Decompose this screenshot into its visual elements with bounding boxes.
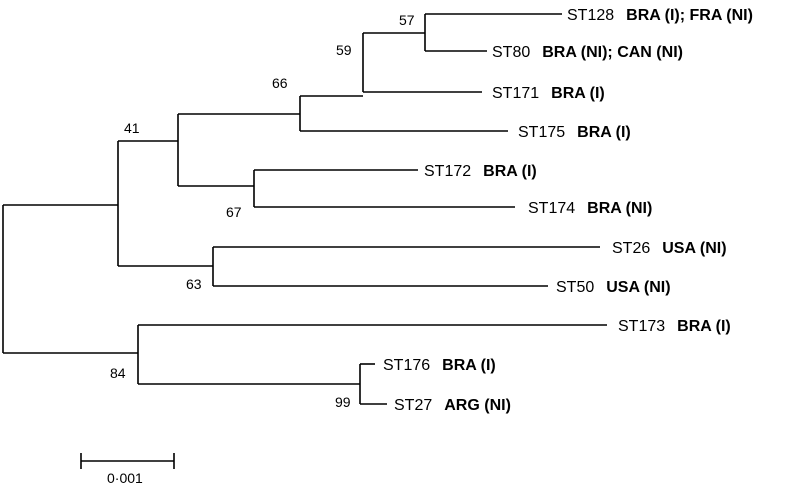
scale-bar-line [80, 453, 175, 469]
bootstrap-99: 99 [335, 394, 351, 410]
clade-66-branch [178, 96, 301, 131]
bootstrap-41: 41 [124, 120, 140, 136]
scale-bar: 0·001 [80, 453, 175, 486]
clade-a-branch [118, 114, 179, 186]
tree-branches [2, 13, 607, 405]
clade-59-branch [300, 33, 364, 97]
scale-bar-label: 0·001 [107, 470, 143, 486]
clade-57-branch [363, 14, 426, 51]
bootstrap-66: 66 [272, 75, 288, 91]
bootstrap-67: 67 [226, 204, 242, 220]
clade-99-branch [138, 364, 361, 404]
bootstrap-57: 57 [399, 12, 415, 28]
clade-84-branch [3, 325, 139, 384]
bootstrap-values: 57 59 66 41 67 63 84 99 [110, 12, 415, 410]
bootstrap-59: 59 [336, 42, 352, 58]
clade-67-branch [178, 170, 255, 207]
bootstrap-63: 63 [186, 276, 202, 292]
bootstrap-84: 84 [110, 365, 126, 381]
clade-41-branch [3, 141, 119, 266]
clade-63-branch [118, 247, 214, 286]
